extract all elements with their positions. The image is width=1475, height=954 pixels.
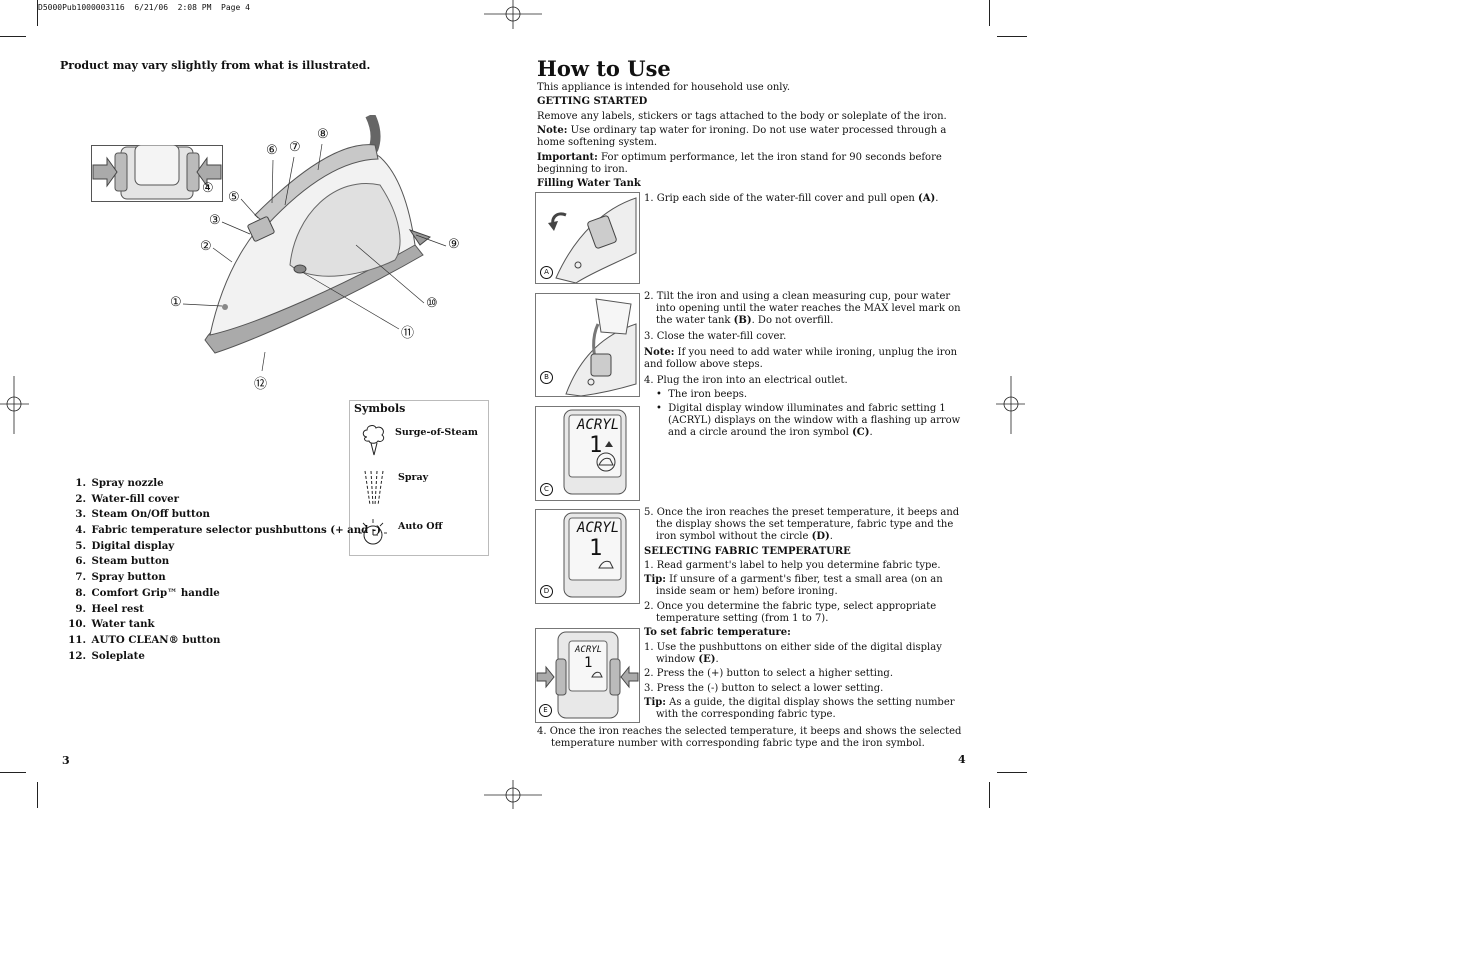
symbol-label-surge-of-steam: Surge-of-Steam [395, 427, 478, 438]
digital-display-circle-illustration [563, 409, 627, 495]
list-item: 3. Steam On/Off button [75, 508, 210, 521]
callout-10: ⑩ [426, 296, 438, 311]
steps-fill-5-selecting: 5. Once the iron reaches the preset temp… [644, 507, 969, 721]
symbol-label-auto-off: Auto Off [398, 521, 443, 532]
figure-label-e: E [539, 704, 552, 717]
display-fabric-text-c: ACRYL [577, 417, 620, 433]
spray-icon [364, 470, 384, 506]
important-paragraph: Important: For optimum performance, let … [537, 152, 942, 175]
list-item: 5. Digital display [75, 539, 175, 552]
callout-6: ⑥ [266, 143, 278, 158]
parts-list: 1. Spray nozzle 2. Water-fill cover 3. S… [60, 476, 381, 664]
pushbuttons-display-illustration [536, 631, 639, 719]
tip-paragraph: Tip: If unsure of a garment's fiber, tes… [644, 574, 943, 597]
callout-8: ⑧ [317, 127, 329, 142]
clock-icon [359, 519, 387, 545]
page-number-left: 3 [62, 754, 70, 767]
note-paragraph: Note: Use ordinary tap water for ironing… [537, 125, 947, 148]
step-set-4: 4. Once the iron reaches the selected te… [537, 726, 962, 749]
registration-mark-left [0, 376, 29, 434]
water-fill-cover-illustration [548, 197, 637, 284]
figure-label-c: C [540, 483, 553, 496]
symbols-title: Symbols [354, 402, 406, 415]
note-paragraph-2: Note: If you need to add water while iro… [644, 347, 958, 370]
display-number-e: 1 [584, 655, 593, 671]
display-fabric-text-d: ACRYL [577, 520, 620, 536]
illustration-disclaimer: Product may vary slightly from what is i… [60, 59, 371, 72]
pushbutton-inset-illustration [91, 145, 223, 202]
list-item: 6. Steam button [75, 555, 170, 568]
iron-illustration [204, 115, 432, 354]
callout-7: ⑦ [289, 140, 301, 155]
step-fill-1: 1. Grip each side of the water-fill cove… [644, 193, 939, 204]
slug-line: D5000Pub1000003116 6/21/06 2:08 PM Page … [38, 3, 250, 12]
display-number-c: 1 [589, 433, 603, 458]
steam-cloud-icon [362, 425, 385, 456]
figure-c: ACRYL 1 C [535, 406, 640, 501]
list-item: 7. Spray button [75, 571, 166, 584]
tip-paragraph-2: Tip: As a guide, the digital display sho… [644, 697, 955, 720]
display-fabric-text-e: ACRYL [575, 645, 603, 655]
list-item: 4. Fabric temperature selector pushbutto… [75, 524, 381, 537]
figure-label-a: A [540, 266, 553, 279]
figure-label-d: D [540, 585, 553, 598]
callout-1: ① [170, 295, 182, 310]
list-item: 8. Comfort Grip™ handle [75, 586, 220, 599]
registration-mark-bottom [484, 780, 542, 809]
section-heading-getting-started: GETTING STARTED [537, 96, 648, 107]
callout-9: ⑨ [448, 237, 460, 252]
registration-mark-top [484, 0, 542, 29]
list-item: 1. Spray nozzle [75, 477, 164, 489]
callout-leader-lines [182, 143, 447, 372]
callout-3: ③ [209, 213, 221, 228]
figure-a: A [535, 192, 640, 284]
symbols-legend: Symbols Surge-of-Steam Spray Auto Off [349, 400, 489, 556]
callout-5: ⑤ [228, 190, 240, 205]
list-item: 2. Water-fill cover [75, 492, 179, 505]
digital-display-illustration [563, 512, 627, 598]
symbol-label-spray: Spray [398, 472, 429, 483]
figure-e: ACRYL 1 E [535, 628, 640, 723]
section-heading-to-set: To set fabric temperature: [644, 627, 791, 638]
figure-d: ACRYL 1 D [535, 509, 640, 604]
section-heading-filling: Filling Water Tank [537, 178, 641, 189]
steps-fill-2-4: 2. Tilt the iron and using a clean measu… [644, 291, 969, 439]
page-number-right: 4 [958, 753, 966, 766]
bullet-2: • Digital display window illuminates and… [656, 403, 961, 438]
page-title: How to Use [537, 56, 671, 81]
display-number-d: 1 [589, 536, 603, 561]
figure-b: B [535, 293, 640, 397]
callout-2: ② [200, 239, 212, 254]
pouring-water-illustration [565, 298, 637, 397]
bullet-1: • The iron beeps. [656, 389, 748, 400]
list-item: 12. Soleplate [68, 649, 145, 662]
callout-11: ⑪ [401, 326, 415, 341]
list-item: 9. Heel rest [75, 602, 144, 615]
section-heading-selecting: SELECTING FABRIC TEMPERATURE [644, 546, 851, 557]
callout-12: ⑫ [254, 377, 268, 392]
list-item: 10. Water tank [68, 618, 155, 631]
list-item: 11. AUTO CLEAN® button [68, 633, 221, 646]
registration-mark-right [996, 376, 1025, 434]
figure-label-b: B [540, 371, 553, 384]
callout-4: ④ [202, 181, 214, 196]
intro-block: This appliance is intended for household… [537, 82, 969, 190]
